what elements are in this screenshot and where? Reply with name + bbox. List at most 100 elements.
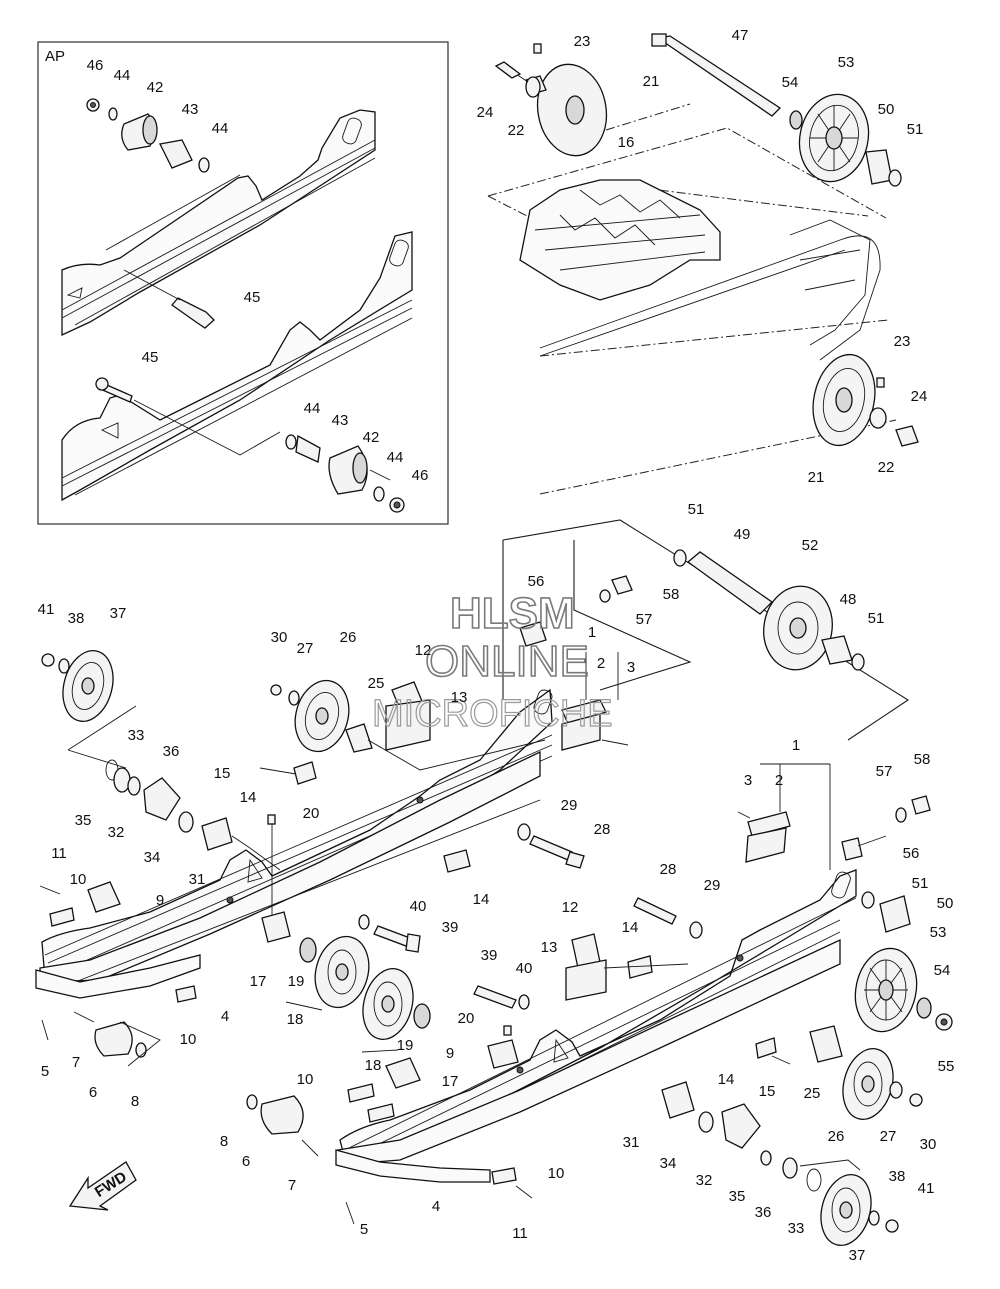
callout-53: 53 xyxy=(930,924,947,941)
callout-36: 36 xyxy=(163,743,180,760)
callout-18: 18 xyxy=(365,1057,382,1074)
callout-40: 40 xyxy=(516,960,533,977)
callout-24: 24 xyxy=(911,388,928,405)
callout-7: 7 xyxy=(72,1054,80,1071)
callout-26: 26 xyxy=(340,629,357,646)
watermark-line-2: ONLINE xyxy=(425,637,589,686)
callout-34: 34 xyxy=(660,1155,677,1172)
callout-41: 41 xyxy=(38,601,55,618)
callout-14: 14 xyxy=(718,1071,735,1088)
callout-2: 2 xyxy=(775,772,783,789)
callout-51: 51 xyxy=(907,121,924,138)
callout-13: 13 xyxy=(541,939,558,956)
callout-20: 20 xyxy=(458,1010,475,1027)
callout-27: 27 xyxy=(880,1128,897,1145)
callout-33: 33 xyxy=(128,727,145,744)
callout-49: 49 xyxy=(734,526,751,543)
callout-3: 3 xyxy=(744,772,752,789)
callout-7: 7 xyxy=(288,1177,296,1194)
callout-3: 3 xyxy=(627,659,635,676)
callout-41: 41 xyxy=(918,1180,935,1197)
callout-58: 58 xyxy=(663,586,680,603)
callout-1: 1 xyxy=(588,624,596,641)
callout-58: 58 xyxy=(914,751,931,768)
callout-15: 15 xyxy=(759,1083,776,1100)
callout-17: 17 xyxy=(250,973,267,990)
callout-33: 33 xyxy=(788,1220,805,1237)
callout-32: 32 xyxy=(108,824,125,841)
part-callouts: 4644424344454544434244462321242247535450… xyxy=(38,27,955,1264)
callout-28: 28 xyxy=(660,861,677,878)
callout-2: 2 xyxy=(597,655,605,672)
callout-16: 16 xyxy=(618,134,635,151)
callout-32: 32 xyxy=(696,1172,713,1189)
callout-37: 37 xyxy=(849,1247,866,1264)
callout-21: 21 xyxy=(808,469,825,486)
callout-24: 24 xyxy=(477,104,494,121)
callout-45: 45 xyxy=(142,349,159,366)
callout-9: 9 xyxy=(446,1045,454,1062)
callout-10: 10 xyxy=(297,1071,314,1088)
callout-57: 57 xyxy=(876,763,893,780)
callout-56: 56 xyxy=(528,573,545,590)
callout-54: 54 xyxy=(934,962,951,979)
callout-10: 10 xyxy=(180,1031,197,1048)
callout-11: 11 xyxy=(51,845,67,862)
callout-5: 5 xyxy=(360,1221,368,1238)
callout-17: 17 xyxy=(442,1073,459,1090)
callout-15: 15 xyxy=(214,765,231,782)
rear-axle-assembly xyxy=(502,519,910,741)
callout-28: 28 xyxy=(594,821,611,838)
callout-14: 14 xyxy=(240,789,257,806)
callout-22: 22 xyxy=(508,122,525,139)
callout-48: 48 xyxy=(840,591,857,608)
callout-20: 20 xyxy=(303,805,320,822)
callout-6: 6 xyxy=(89,1084,97,1101)
callout-21: 21 xyxy=(643,73,660,90)
callout-1: 1 xyxy=(792,737,800,754)
inset-ap-panel: AP xyxy=(37,41,449,525)
watermark-line-1: HLSM xyxy=(450,589,575,638)
callout-30: 30 xyxy=(271,629,288,646)
callout-50: 50 xyxy=(937,895,954,912)
callout-42: 42 xyxy=(147,79,164,96)
callout-51: 51 xyxy=(868,610,885,627)
callout-26: 26 xyxy=(828,1128,845,1145)
callout-38: 38 xyxy=(68,610,85,627)
callout-51: 51 xyxy=(912,875,929,892)
callout-22: 22 xyxy=(878,459,895,476)
callout-40: 40 xyxy=(410,898,427,915)
callout-19: 19 xyxy=(397,1037,414,1054)
callout-31: 31 xyxy=(189,871,206,888)
callout-14: 14 xyxy=(622,919,639,936)
callout-13: 13 xyxy=(451,689,468,706)
callout-10: 10 xyxy=(70,871,87,888)
callout-44: 44 xyxy=(114,67,131,84)
callout-36: 36 xyxy=(755,1204,772,1221)
callout-27: 27 xyxy=(297,640,314,657)
callout-44: 44 xyxy=(387,449,404,466)
callout-39: 39 xyxy=(481,947,498,964)
callout-57: 57 xyxy=(636,611,653,628)
callout-35: 35 xyxy=(75,812,92,829)
callout-29: 29 xyxy=(704,877,721,894)
callout-37: 37 xyxy=(110,605,127,622)
callout-8: 8 xyxy=(220,1133,228,1150)
callout-9: 9 xyxy=(156,892,164,909)
callout-46: 46 xyxy=(412,467,429,484)
callout-43: 43 xyxy=(182,101,199,118)
callout-45: 45 xyxy=(244,289,261,306)
callout-14: 14 xyxy=(473,891,490,908)
callout-23: 23 xyxy=(894,333,911,350)
callout-11: 11 xyxy=(512,1225,528,1242)
fwd-arrow-icon: FWD xyxy=(68,1161,137,1211)
track-assembly-upper xyxy=(487,33,919,495)
callout-19: 19 xyxy=(288,973,305,990)
callout-54: 54 xyxy=(782,74,799,91)
callout-35: 35 xyxy=(729,1188,746,1205)
callout-44: 44 xyxy=(304,400,321,417)
callout-34: 34 xyxy=(144,849,161,866)
watermark: HLSM ONLINE MICROFICHE xyxy=(371,588,613,735)
callout-50: 50 xyxy=(878,101,895,118)
